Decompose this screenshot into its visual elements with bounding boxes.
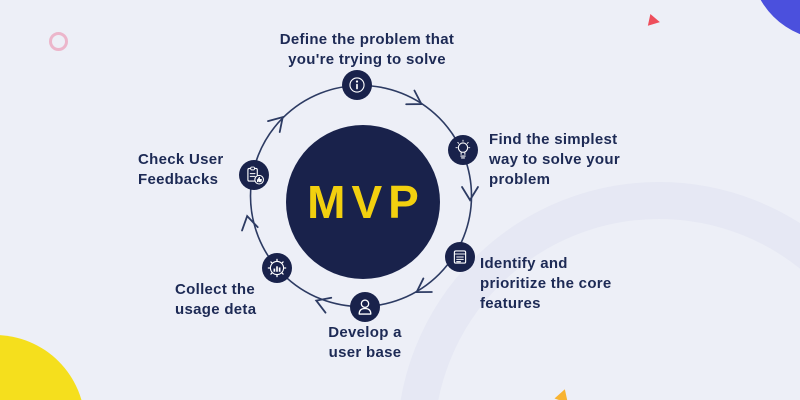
step-label-check-feedback: Check User Feedbacks [138,150,224,190]
label-line: Identify and [480,255,568,272]
user-icon [358,299,372,315]
step-node-define [342,70,372,100]
lightbulb-icon [455,139,471,159]
label-line: Develop a [328,324,402,341]
step-label-find-solution: Find the simplest way to solve your prob… [489,130,620,190]
label-line: Find the simplest [489,131,618,148]
step-label-define-problem: Define the problem that you're trying to… [247,30,487,70]
label-line: you're trying to solve [288,51,446,68]
step-node-develop [350,292,380,322]
label-line: way to solve your [489,151,620,168]
step-node-check [239,160,269,190]
label-line: Feedbacks [138,171,219,188]
step-node-collect [262,253,292,283]
checklist-icon [453,250,467,264]
clipboard-thumbs-up-icon [247,166,264,185]
label-line: usage deta [175,301,257,318]
info-icon [349,77,365,93]
mvp-center-label: MVP [307,176,425,228]
label-line: features [480,295,541,312]
step-label-prioritize-features: Identify and prioritize the core feature… [480,254,612,314]
label-line: Check User [138,151,224,168]
label-line: prioritize the core [480,275,612,292]
step-label-develop-user-base: Develop a user base [292,323,438,363]
label-line: Define the problem that [279,31,455,48]
label-line: Collect the [175,281,255,298]
step-node-find [448,135,478,165]
step-label-collect-usage-data: Collect the usage deta [175,280,256,320]
step-node-identify [445,242,475,272]
pink-ring-decoration [49,32,68,51]
label-line: problem [489,171,551,188]
cycle-arrowheads [241,89,479,314]
mvp-center-circle: MVP [286,125,440,279]
label-line: user base [328,344,402,361]
gear-chart-icon [267,258,287,278]
